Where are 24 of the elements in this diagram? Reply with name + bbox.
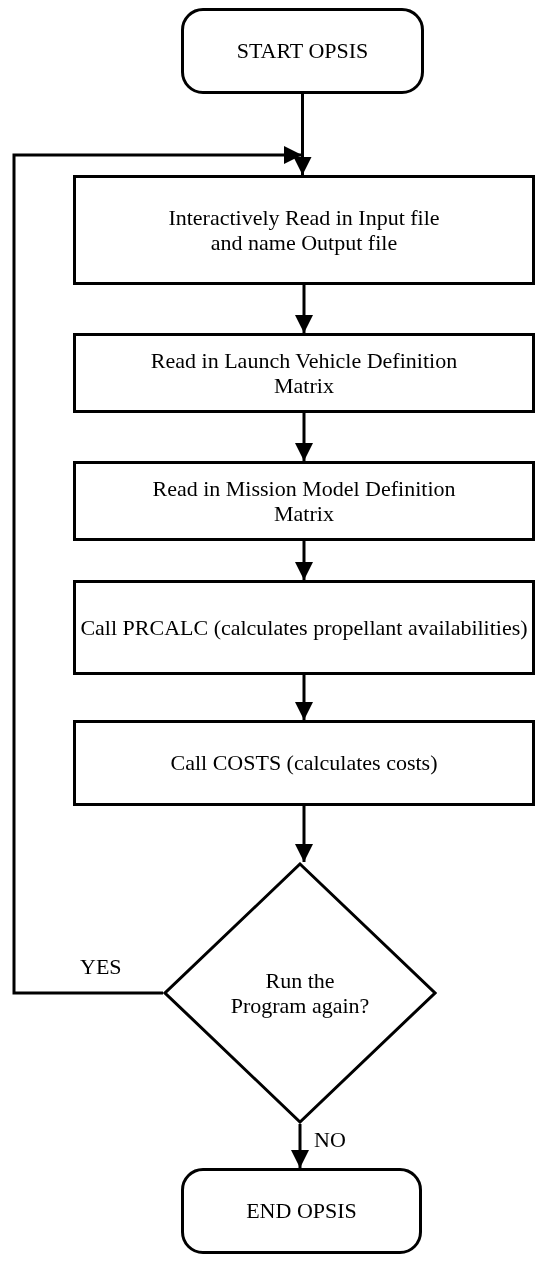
node-text: Call PRCALC (calculates propellant availabilities)	[79, 614, 529, 641]
arrow	[293, 94, 312, 175]
arrow	[295, 806, 313, 862]
node-text: Interactively Read in Input file and name Output file	[167, 204, 441, 256]
process-box	[73, 720, 535, 806]
arrow	[295, 675, 313, 720]
node-text: Read in Launch Vehicle Definition Matrix	[149, 347, 459, 399]
node-text: Run the Program again?	[229, 967, 371, 1019]
terminator-box	[181, 8, 424, 94]
decision-diamond	[163, 862, 437, 1124]
node-text: END OPSIS	[245, 1198, 358, 1224]
node-text: START OPSIS	[235, 38, 370, 64]
node-text: Read in Mission Model Definition Matrix	[151, 475, 457, 527]
terminator-box	[181, 1168, 422, 1254]
process-box	[73, 580, 535, 675]
arrow	[12, 146, 302, 995]
process-box	[73, 175, 535, 285]
process-box	[73, 461, 535, 541]
arrow	[295, 541, 313, 580]
arrow	[295, 285, 313, 333]
arrow	[291, 1124, 309, 1168]
node-text: Call COSTS (calculates costs)	[169, 750, 439, 776]
process-box	[73, 333, 535, 413]
arrow	[295, 413, 313, 461]
